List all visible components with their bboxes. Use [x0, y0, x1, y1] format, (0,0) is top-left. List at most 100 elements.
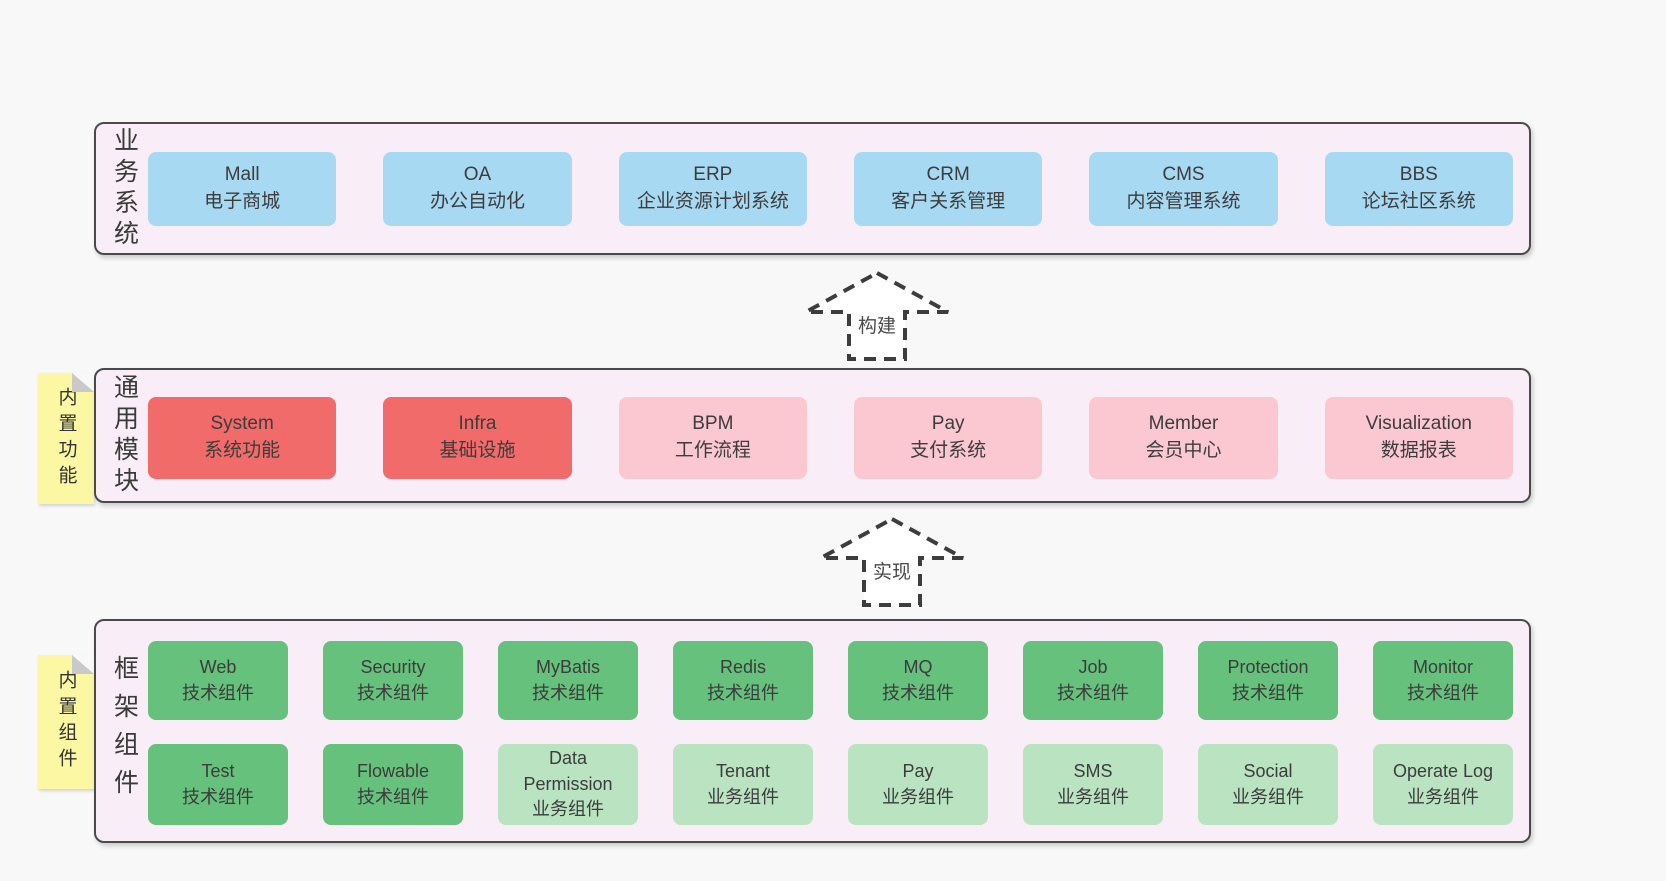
- component-tenant: Tenant 业务组件: [673, 744, 813, 825]
- component-name-en: Tenant: [715, 761, 771, 782]
- component-name-en: Visualization: [1365, 413, 1472, 435]
- component-name-en: BBS: [1399, 164, 1438, 186]
- arrow-label: 构建: [854, 310, 900, 339]
- component-pay: Pay 业务组件: [848, 744, 988, 825]
- layer-title: 框架组件: [110, 655, 139, 807]
- component-name-zh: 技术组件: [182, 786, 254, 807]
- component-name-en: Security: [360, 657, 426, 678]
- component-name-zh: 论坛社区系统: [1361, 191, 1476, 212]
- component-name-en: Data Permission: [523, 748, 613, 794]
- component-bbs: BBS 论坛社区系统: [1324, 152, 1513, 226]
- component-crm: CRM 客户关系管理: [853, 152, 1043, 226]
- component-name-en: System: [210, 413, 274, 435]
- layer-panel-framework-components: 框架组件 Web 技术组件 Security 技术组件 MyBatis 技术组件 Redis…: [94, 619, 1531, 843]
- component-flowable: Flowable 技术组件: [323, 744, 463, 825]
- component-web: Web 技术组件: [148, 641, 288, 721]
- component-test: Test 技术组件: [148, 744, 288, 825]
- layer-title: 通用模块: [110, 373, 139, 498]
- component-name-en: Job: [1078, 657, 1108, 678]
- component-job: Job 技术组件: [1023, 641, 1163, 721]
- component-name-en: BPM: [692, 413, 734, 435]
- component-name-en: Protection: [1227, 657, 1309, 678]
- component-mall: Mall 电子商城: [148, 152, 337, 226]
- component-name-en: ERP: [693, 164, 733, 186]
- component-name-zh: 业务组件: [1232, 786, 1304, 807]
- component-name-zh: 客户关系管理: [891, 191, 1006, 212]
- box-rows: System 系统功能 Infra 基础设施 BPM 工作流程 Pay 支付系统 Member 会…: [148, 397, 1513, 479]
- component-name-zh: 业务组件: [707, 786, 779, 807]
- component-name-en: Operate Log: [1392, 761, 1494, 782]
- component-row: Mall 电子商城 OA 办公自动化 ERP 企业资源计划系统 CRM 客户关系管理 CMS 内容…: [148, 152, 1513, 226]
- component-name-zh: 支付系统: [910, 440, 987, 461]
- component-name-zh: 业务组件: [532, 799, 604, 820]
- component-monitor: Monitor 技术组件: [1373, 641, 1513, 721]
- component-mq: MQ 技术组件: [848, 641, 988, 721]
- component-protection: Protection 技术组件: [1198, 641, 1338, 721]
- component-name-zh: 技术组件: [1057, 682, 1129, 703]
- component-data-permission: Data Permission 业务组件: [498, 744, 638, 825]
- component-name-en: OA: [463, 164, 492, 186]
- sticky-note-built-in-features: 内置功能: [38, 373, 94, 504]
- component-oa: OA 办公自动化: [383, 152, 572, 226]
- component-row: System 系统功能 Infra 基础设施 BPM 工作流程 Pay 支付系统 Member 会…: [148, 397, 1513, 479]
- component-name-en: Monitor: [1412, 657, 1474, 678]
- component-name-en: Member: [1148, 413, 1219, 435]
- arrow-label: 实现: [869, 556, 915, 585]
- sticky-label: 内置功能: [55, 386, 77, 491]
- component-name-zh: 会员中心: [1145, 440, 1222, 461]
- component-visualization: Visualization 数据报表: [1324, 397, 1513, 479]
- component-name-zh: 技术组件: [357, 786, 429, 807]
- layer-title: 业务系统: [110, 126, 139, 251]
- component-name-en: Flowable: [356, 761, 430, 782]
- component-name-en: Pay: [931, 413, 965, 435]
- component-name-zh: 电子商城: [204, 191, 281, 212]
- component-bpm: BPM 工作流程: [618, 397, 807, 479]
- component-name-zh: 系统功能: [204, 440, 281, 461]
- component-name-en: Mall: [224, 164, 260, 186]
- component-cms: CMS 内容管理系统: [1089, 152, 1278, 226]
- layer-panel-common-modules: 通用模块 System 系统功能 Infra 基础设施 BPM 工作流程 Pay 支付系统 Me…: [94, 368, 1531, 503]
- component-name-zh: 技术组件: [882, 682, 954, 703]
- component-member: Member 会员中心: [1089, 397, 1278, 479]
- component-name-zh: 办公自动化: [429, 191, 525, 212]
- component-name-zh: 业务组件: [1407, 786, 1479, 807]
- component-name-en: CMS: [1162, 164, 1205, 186]
- component-infra: Infra 基础设施: [383, 397, 572, 479]
- component-name-zh: 业务组件: [882, 786, 954, 807]
- component-name-zh: 业务组件: [1057, 786, 1129, 807]
- component-name-en: Web: [199, 657, 237, 678]
- component-operate-log: Operate Log 业务组件: [1373, 744, 1513, 825]
- component-name-en: Pay: [902, 761, 934, 782]
- component-mybatis: MyBatis 技术组件: [498, 641, 638, 721]
- component-name-zh: 企业资源计划系统: [636, 191, 789, 212]
- component-name-zh: 技术组件: [182, 682, 254, 703]
- component-security: Security 技术组件: [323, 641, 463, 721]
- component-name-zh: 技术组件: [1232, 682, 1304, 703]
- component-name-en: SMS: [1073, 761, 1113, 782]
- component-name-zh: 工作流程: [674, 440, 751, 461]
- component-name-en: MyBatis: [535, 657, 600, 678]
- component-name-zh: 内容管理系统: [1126, 191, 1241, 212]
- component-name-zh: 基础设施: [439, 440, 516, 461]
- dashed-up-arrow-build: 构建: [802, 270, 952, 362]
- component-system: System 系统功能: [148, 397, 337, 479]
- component-name-zh: 技术组件: [1407, 682, 1479, 703]
- component-name-en: Redis: [719, 657, 767, 678]
- component-name-en: Test: [201, 761, 235, 782]
- box-rows: Mall 电子商城 OA 办公自动化 ERP 企业资源计划系统 CRM 客户关系管理 CMS 内容…: [148, 152, 1513, 226]
- component-name-en: MQ: [903, 657, 933, 678]
- dashed-up-arrow-implement: 实现: [817, 516, 967, 608]
- component-name-en: CRM: [926, 164, 970, 186]
- component-name-en: Infra: [458, 413, 497, 435]
- component-sms: SMS 业务组件: [1023, 744, 1163, 825]
- sticky-note-built-in-components: 内置组件: [38, 655, 94, 789]
- layer-panel-business-systems: 业务系统 Mall 电子商城 OA 办公自动化 ERP 企业资源计划系统 CRM 客户关系管理…: [94, 122, 1531, 255]
- component-name-zh: 数据报表: [1380, 440, 1457, 461]
- component-name-zh: 技术组件: [357, 682, 429, 703]
- component-name-zh: 技术组件: [532, 682, 604, 703]
